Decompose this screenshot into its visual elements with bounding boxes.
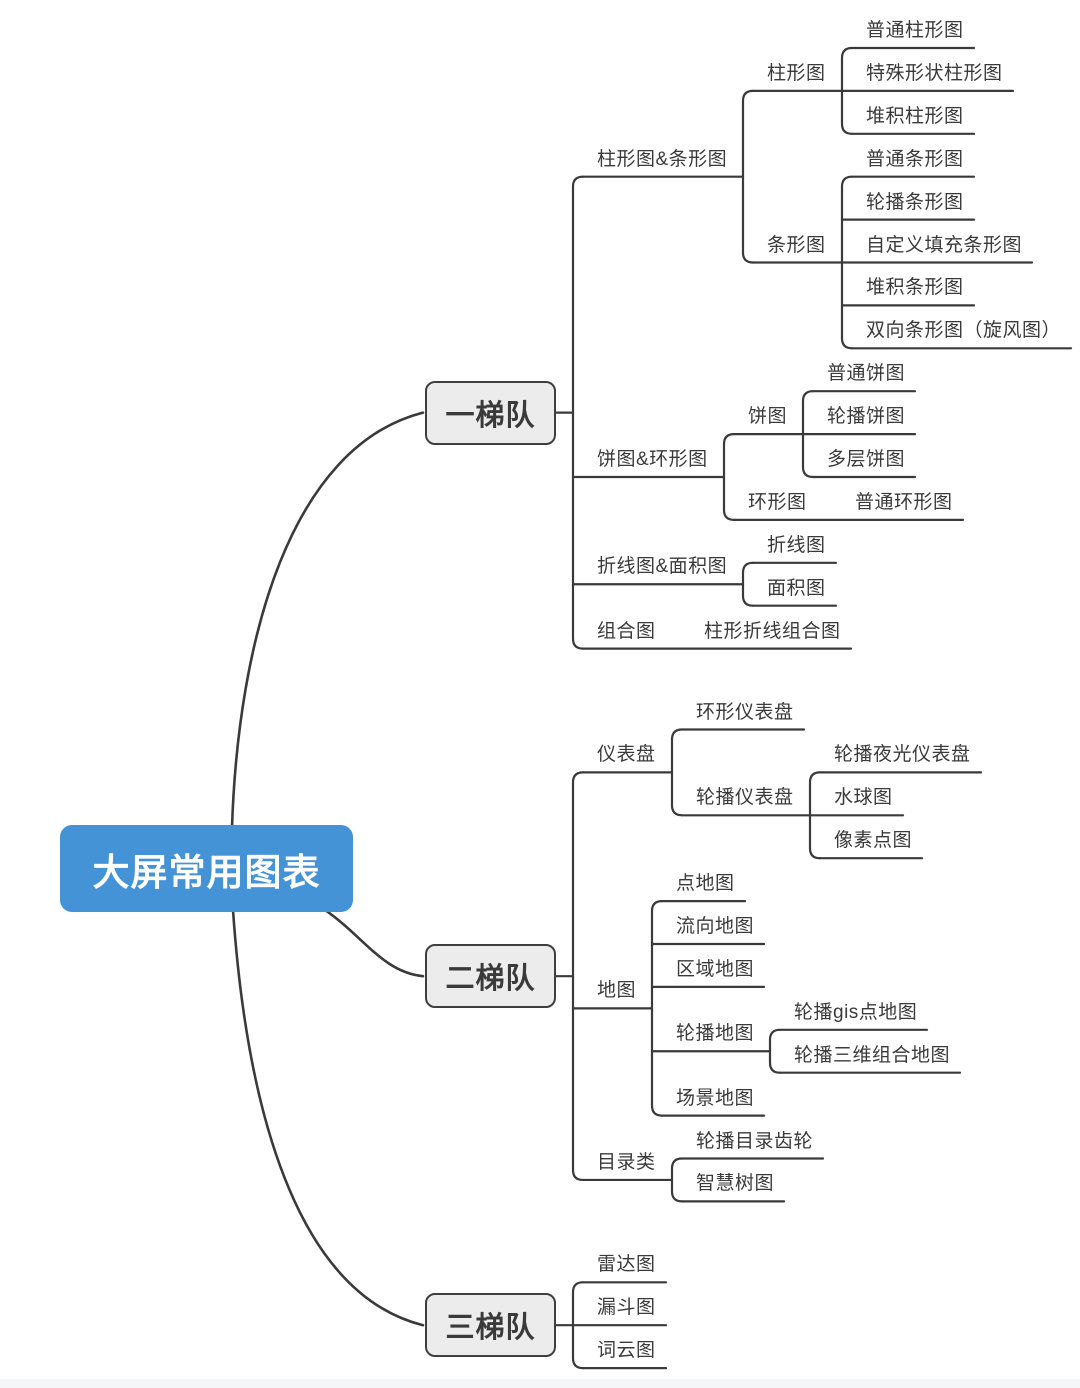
topic-label[interactable]: 普通条形图 (866, 148, 964, 170)
topic-label[interactable]: 双向条形图（旋风图） (866, 320, 1062, 342)
topic-label[interactable]: 柱形折线组合图 (704, 620, 841, 642)
tier-topic-1[interactable]: 一梯队 (425, 380, 556, 445)
topic-label[interactable]: 轮播地图 (676, 1023, 755, 1045)
topic-label[interactable]: 普通柱形图 (866, 20, 964, 41)
topic-label[interactable]: 场景地图 (676, 1087, 755, 1109)
topic-label[interactable]: 地图 (597, 980, 637, 1002)
topic-label[interactable]: 目录类 (597, 1151, 656, 1173)
topic-label[interactable]: 柱形图&条形图 (597, 148, 728, 170)
topic-label[interactable]: 柱形图 (767, 62, 826, 84)
topic-label[interactable]: 点地图 (676, 873, 735, 895)
topic-label[interactable]: 仪表盘 (597, 744, 656, 766)
topic-label[interactable]: 饼图 (748, 406, 788, 428)
topic-label[interactable]: 多层饼图 (827, 449, 906, 470)
topic-label[interactable]: 普通饼图 (827, 363, 906, 385)
topic-label[interactable]: 智慧树图 (696, 1173, 775, 1195)
topic-label[interactable]: 特殊形状柱形图 (866, 62, 1003, 84)
tier-topic-3[interactable]: 三梯队 (425, 1293, 556, 1358)
topic-label[interactable]: 雷达图 (597, 1254, 656, 1276)
topic-label[interactable]: 饼图&环形图 (597, 449, 708, 470)
topic-label[interactable]: 环形图 (748, 491, 807, 513)
topic-label[interactable]: 面积图 (767, 577, 826, 599)
topic-label[interactable]: 区域地图 (676, 958, 755, 980)
topic-label[interactable]: 堆积条形图 (866, 277, 964, 299)
topic-label[interactable]: 环形仪表盘 (696, 701, 794, 723)
topic-label[interactable]: 折线图 (767, 534, 826, 556)
topic-label[interactable]: 漏斗图 (597, 1297, 656, 1319)
topic-label[interactable]: 轮播夜光仪表盘 (834, 744, 971, 766)
topic-label[interactable]: 词云图 (597, 1340, 656, 1362)
topic-label[interactable]: 条形图 (767, 234, 826, 256)
topic-label[interactable]: 自定义填充条形图 (866, 234, 1023, 256)
topic-label[interactable]: 轮播仪表盘 (696, 787, 794, 809)
topic-label[interactable]: 组合图 (597, 620, 656, 642)
root-topic[interactable]: 大屏常用图表 (60, 825, 353, 913)
topic-label[interactable]: 轮播目录齿轮 (696, 1130, 814, 1152)
topic-label[interactable]: 水球图 (834, 787, 893, 809)
topic-label[interactable]: 轮播三维组合地图 (794, 1044, 951, 1066)
topic-label[interactable]: 普通环形图 (855, 491, 953, 513)
topic-label[interactable]: 轮播gis点地图 (794, 1001, 918, 1023)
topic-label[interactable]: 轮播条形图 (866, 191, 964, 213)
tier-topic-2[interactable]: 二梯队 (425, 944, 556, 1009)
topic-label[interactable]: 轮播饼图 (827, 406, 906, 428)
topic-label[interactable]: 流向地图 (676, 916, 755, 937)
topic-label[interactable]: 折线图&面积图 (597, 556, 728, 578)
bottom-strip (0, 1379, 1080, 1388)
topic-label[interactable]: 堆积柱形图 (866, 105, 964, 127)
topic-label[interactable]: 像素点图 (834, 830, 913, 852)
